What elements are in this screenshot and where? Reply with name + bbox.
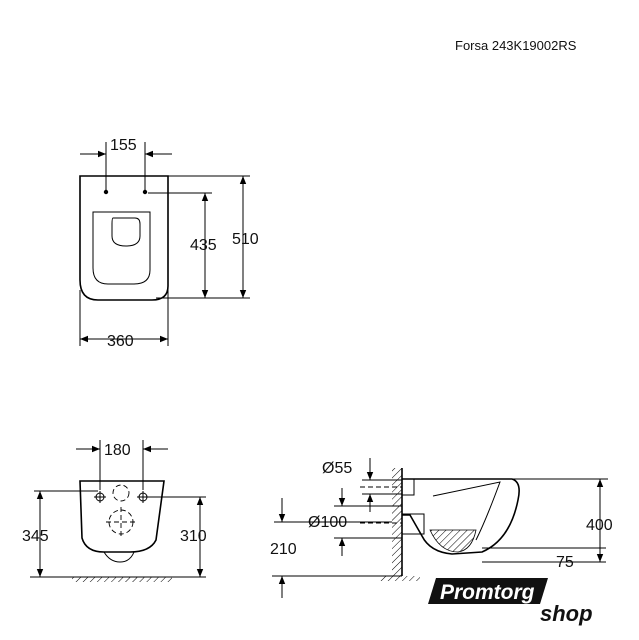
top-view-outline <box>79 175 169 301</box>
front-floor-hatch <box>72 577 172 582</box>
front-outlet <box>108 509 134 535</box>
dim-floor-to-outlet: 210 <box>270 541 297 558</box>
dim-depth-seat: 435 <box>190 237 217 254</box>
dim-height-total: 345 <box>22 528 49 545</box>
front-view: 180 345 310 <box>22 440 207 582</box>
side-view: Ø55 Ø100 210 400 75 <box>270 458 613 598</box>
front-view-foot <box>103 551 135 563</box>
front-mount-left <box>94 491 106 503</box>
promtorg-logo: Promtorg shop <box>428 578 593 626</box>
logo-banner <box>428 578 548 604</box>
dim-width-mounting: 155 <box>110 137 137 154</box>
wall-hatch <box>392 468 402 576</box>
dim-height: 400 <box>586 517 613 534</box>
inlet-connector <box>401 478 415 496</box>
mounting-hole-left <box>103 189 109 195</box>
dim-mount-spacing: 180 <box>104 442 131 459</box>
front-view-outline <box>79 480 165 553</box>
water-trap <box>429 529 477 553</box>
dim-width-total: 360 <box>107 333 134 350</box>
outlet-connector <box>401 513 425 535</box>
side-floor-hatch <box>380 576 420 581</box>
dim-height-lower: 310 <box>180 528 207 545</box>
dim-inlet-diameter: Ø55 <box>322 460 352 477</box>
side-view-inner <box>432 481 501 541</box>
dim-depth-total: 510 <box>232 231 259 248</box>
side-view-outline <box>402 478 520 555</box>
top-view: 155 510 435 360 <box>79 137 259 350</box>
logo-brand: Promtorg <box>440 581 535 604</box>
mounting-hole-right <box>142 189 148 195</box>
model-title: Forsa 243K19002RS <box>455 38 577 53</box>
top-view-seat <box>92 211 151 285</box>
dim-outlet-offset: 75 <box>556 554 574 571</box>
top-view-bowl <box>111 217 141 247</box>
front-inlet <box>112 484 130 502</box>
logo-suffix: shop <box>540 601 593 626</box>
